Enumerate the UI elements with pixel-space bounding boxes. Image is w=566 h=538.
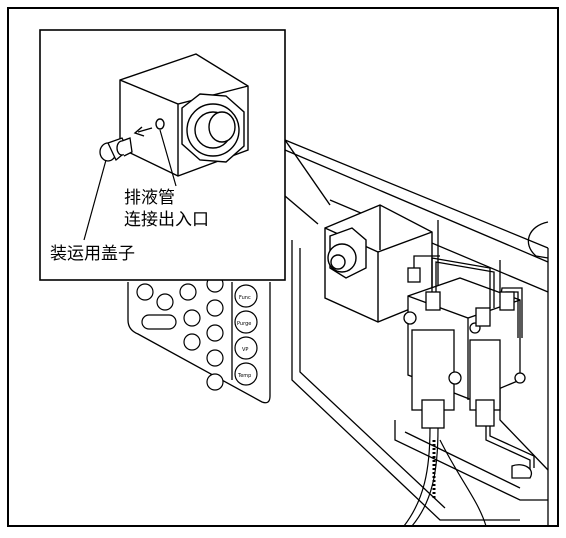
drain-port-label-line2: 连接出入口 [124,210,209,230]
zoom-lines [284,139,331,225]
leader-lines [83,129,177,241]
keypad-func-key [234,284,258,308]
shipping-cap-icon [99,137,133,162]
keypad [136,275,258,391]
keypad-key [206,324,224,342]
keypad-key [183,309,201,327]
keypad-label: Func [239,295,251,301]
keypad-vp-key [234,336,258,360]
drain-port-label-line1: 排液管 [124,188,175,208]
drain-tube [403,427,487,527]
keypad-temp-key [234,362,258,386]
keypad-key [136,283,154,301]
insert-arrow [133,126,153,137]
keypad-key [206,373,224,391]
zoom-pump-head [119,53,249,177]
keypad-purge-key [234,310,258,334]
keypad-key [156,293,174,311]
keypad-key [206,349,224,367]
keypad-key [206,299,224,317]
keypad-label: Purge [237,321,251,327]
keypad-label: VP [242,347,248,353]
keypad-wide-key [141,314,177,330]
keypad-label: Temp [237,373,251,379]
keypad-key [179,283,197,301]
manifold-valves [403,255,535,479]
pump-head [324,204,433,323]
shipping-cap-label: 装运用盖子 [50,244,135,264]
keypad-labels: Func Purge VP Temp [237,295,251,379]
keypad-key [183,333,201,351]
